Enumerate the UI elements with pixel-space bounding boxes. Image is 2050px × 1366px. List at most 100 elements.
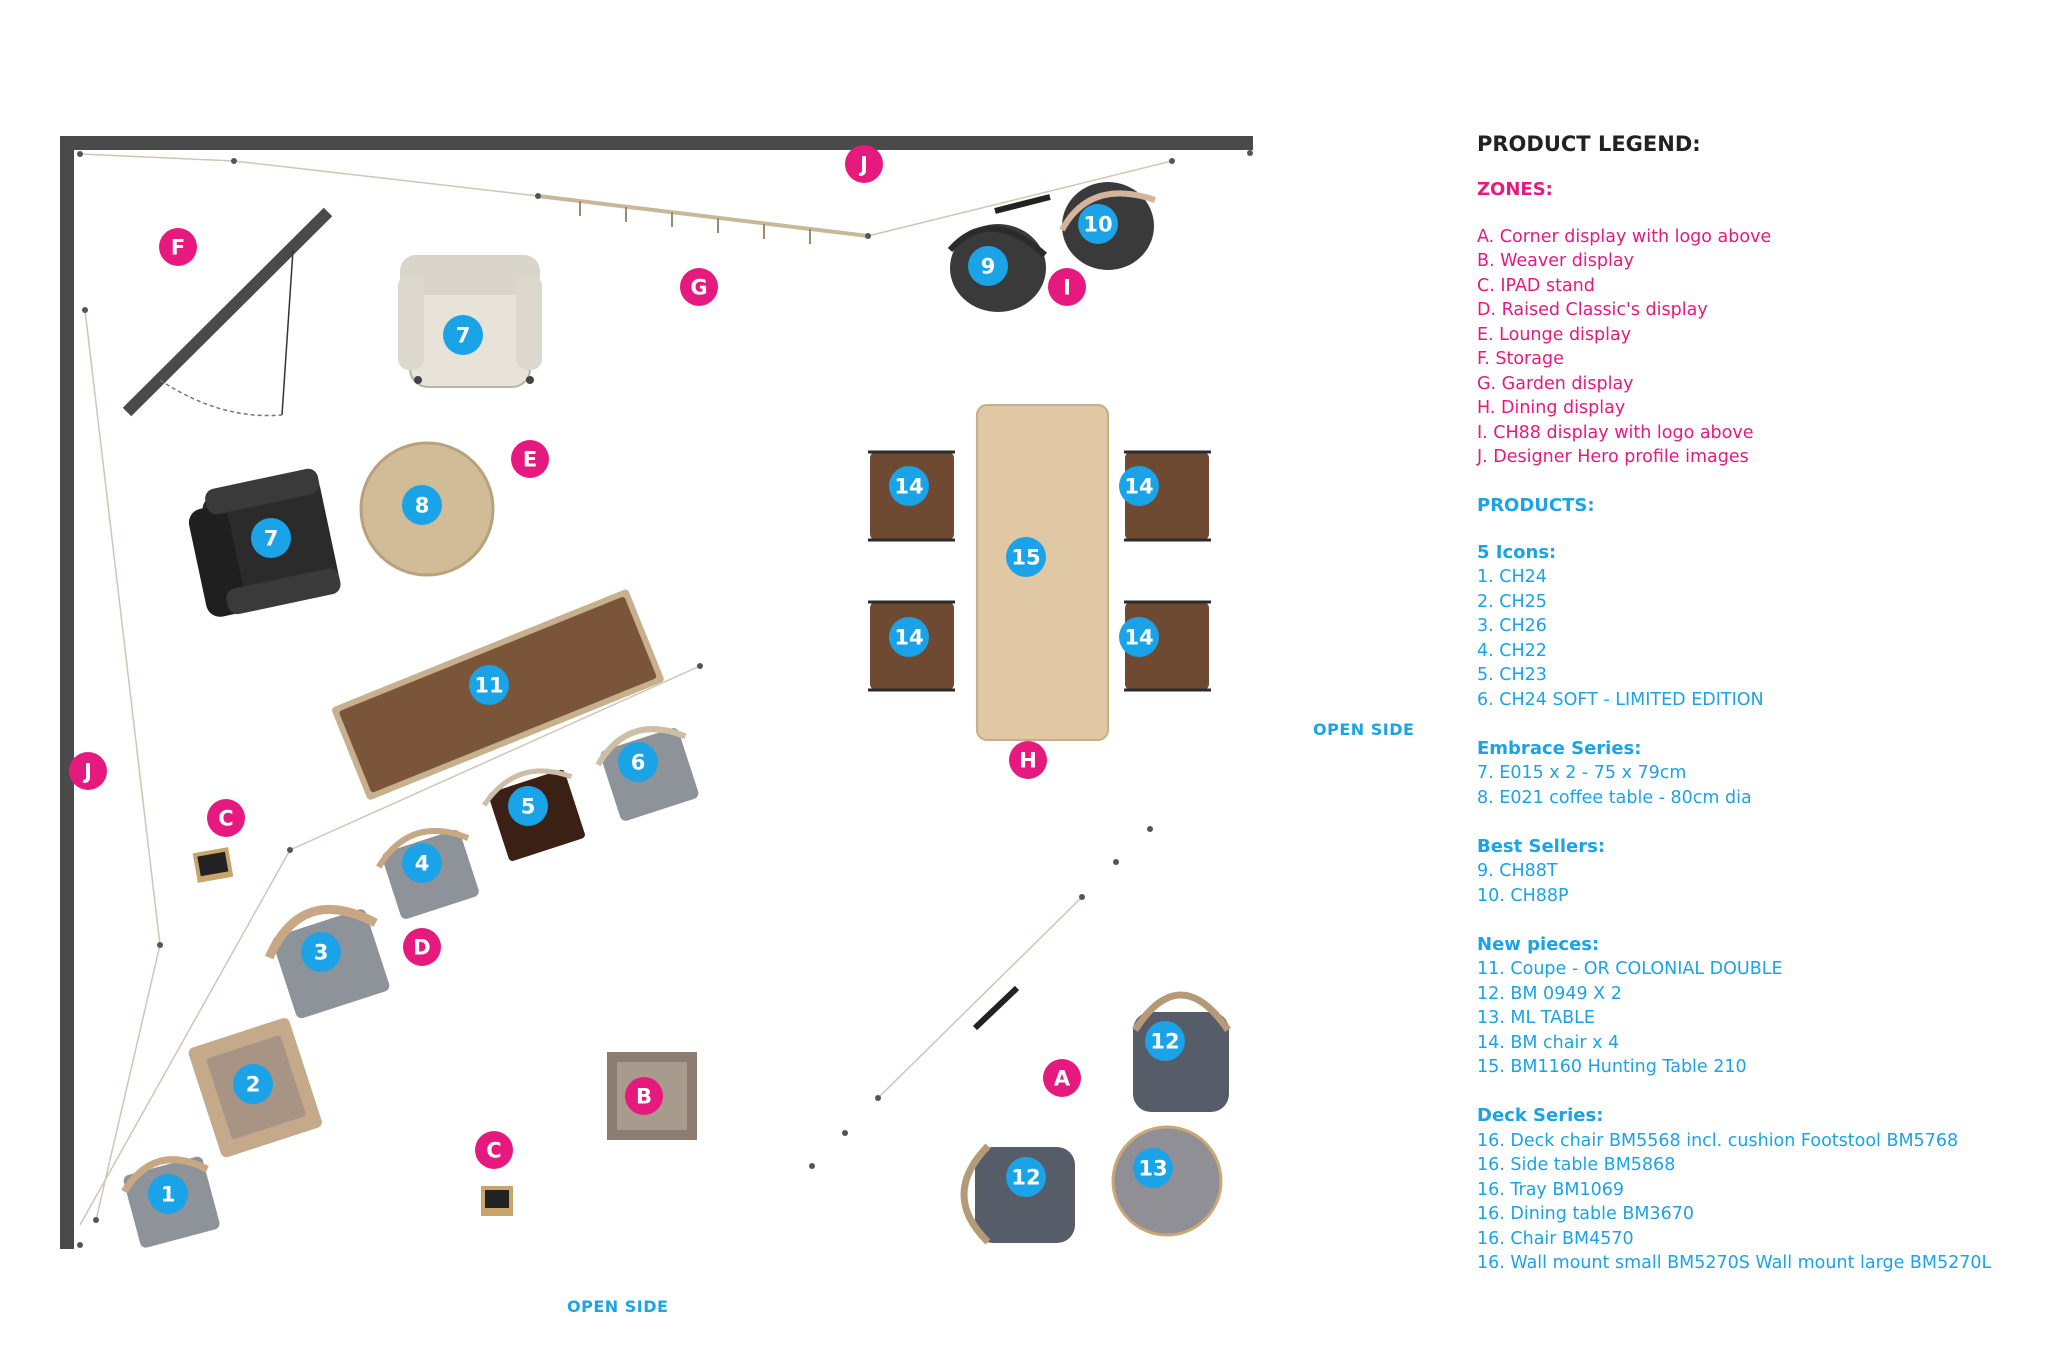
zone-marker <box>475 1131 513 1169</box>
product-item: 9. CH88T <box>1477 861 1558 881</box>
zone-marker-label: F <box>171 236 185 260</box>
product-marker <box>1119 617 1159 657</box>
product-marker <box>402 843 442 883</box>
zone-marker <box>1043 1059 1081 1097</box>
zone-marker <box>159 228 197 266</box>
product-item: 2. CH25 <box>1477 591 1547 612</box>
zone-marker <box>403 928 441 966</box>
product-marker <box>251 518 291 558</box>
back-wall <box>60 136 1253 150</box>
product-marker-label: 6 <box>631 751 646 775</box>
zones-heading: ZONES: <box>1477 179 1553 200</box>
zone-item: A. Corner display with logo above <box>1477 226 1772 247</box>
dining-set <box>868 404 1211 741</box>
walls <box>60 136 1253 1249</box>
product-item: 16. Side table BM5868 <box>1477 1155 1676 1175</box>
product-marker <box>1006 1157 1046 1197</box>
product-marker-label: 7 <box>264 527 279 551</box>
product-group-best-sellers: Best Sellers: 9. CH88T 10. CH88P <box>1477 835 2037 909</box>
product-marker-label: 3 <box>314 941 329 965</box>
zone-item: C. IPAD stand <box>1477 275 1595 296</box>
zone-marker-label: A <box>1054 1067 1071 1091</box>
zone-marker-label: G <box>690 276 707 300</box>
product-item: 12. BM 0949 X 2 <box>1477 983 1622 1004</box>
product-marker <box>1006 537 1046 577</box>
product-item: 16. Wall mount small BM5270S Wall mount … <box>1477 1253 1992 1273</box>
zone-marker <box>1048 268 1086 306</box>
product-marker-label: 4 <box>415 852 430 876</box>
product-marker-label: 14 <box>1124 626 1153 650</box>
zone-item: F. Storage <box>1477 349 1564 369</box>
product-item: 3. CH26 <box>1477 616 1547 636</box>
product-marker <box>443 315 483 355</box>
zone-marker <box>69 752 107 790</box>
zone-item: I. CH88 display with logo above <box>1477 422 1754 443</box>
zone-marker-label: H <box>1019 749 1037 773</box>
guide-lines <box>79 153 1173 1226</box>
product-marker-label: 14 <box>1124 475 1153 499</box>
product-marker <box>889 617 929 657</box>
zone-marker-label: E <box>523 448 537 472</box>
zone-item: D. Raised Classic's display <box>1477 300 1708 320</box>
product-item: 16. Deck chair BM5568 incl. cushion Foot… <box>1477 1130 1959 1151</box>
product-marker <box>508 786 548 826</box>
zone-marker-label: C <box>218 807 233 831</box>
zone-item: J. Designer Hero profile images <box>1477 447 1749 467</box>
product-marker-label: 12 <box>1011 1166 1040 1190</box>
group-heading: Best Sellers: <box>1477 835 1606 857</box>
product-item: 16. Dining table BM3670 <box>1477 1204 1694 1224</box>
product-marker-label: 7 <box>456 324 471 348</box>
product-marker-label: 8 <box>415 494 430 518</box>
product-item: 5. CH23 <box>1477 665 1547 685</box>
product-item: 15. BM1160 Hunting Table 210 <box>1477 1057 1747 1077</box>
product-marker-label: 15 <box>1011 546 1040 570</box>
zone-marker <box>207 799 245 837</box>
group-heading: New pieces: <box>1477 933 1600 955</box>
legend-title: PRODUCT LEGEND: <box>1477 132 1701 156</box>
product-marker <box>233 1064 273 1104</box>
zone-item: H. Dining display <box>1477 398 1626 418</box>
product-marker <box>618 742 658 782</box>
product-marker-label: 14 <box>894 475 923 499</box>
product-marker <box>402 485 442 525</box>
left-wall <box>60 136 74 1249</box>
product-group-new-pieces: New pieces: 11. Coupe - OR COLONIAL DOUB… <box>1477 933 2037 1080</box>
ipad-stand <box>481 1186 513 1216</box>
zone-marker <box>625 1077 663 1115</box>
zones-list: A. Corner display with logo above B. Wea… <box>1477 225 2037 470</box>
zone-marker-label: D <box>413 936 430 960</box>
lounge-chair-dark <box>188 468 341 617</box>
zone-marker-label: C <box>486 1139 501 1163</box>
products-heading: PRODUCTS: <box>1477 495 1595 516</box>
product-item: 16. Tray BM1069 <box>1477 1179 1624 1200</box>
weaver-display <box>607 1052 697 1140</box>
group-heading: Embrace Series: <box>1477 737 1642 759</box>
product-marker-label: 11 <box>474 674 503 698</box>
zone-marker <box>845 145 883 183</box>
product-marker <box>1145 1021 1185 1061</box>
zone-item: E. Lounge display <box>1477 324 1632 345</box>
garden-display-rail <box>535 193 871 244</box>
product-marker-label: 9 <box>981 255 996 279</box>
product-item: 10. CH88P <box>1477 885 1569 906</box>
product-item: 14. BM chair x 4 <box>1477 1032 1620 1053</box>
product-item: 7. E015 x 2 - 75 x 79cm <box>1477 763 1687 783</box>
zone-item: B. Weaver display <box>1477 251 1634 271</box>
ipad-stand <box>192 847 234 883</box>
product-marker-label: 2 <box>246 1073 261 1097</box>
product-item: 8. E021 coffee table - 80cm dia <box>1477 787 1752 808</box>
product-marker <box>301 932 341 972</box>
zone-marker-label: J <box>82 760 92 784</box>
zone-marker-label: B <box>636 1085 652 1109</box>
product-marker-label: 14 <box>894 626 923 650</box>
guide-dots <box>77 150 1253 1248</box>
zone-item: G. Garden display <box>1477 373 1634 394</box>
product-group-deck-series: Deck Series: 16. Deck chair BM5568 incl.… <box>1477 1104 2037 1276</box>
product-group-embrace: Embrace Series: 7. E015 x 2 - 75 x 79cm … <box>1477 737 2037 811</box>
product-marker <box>889 466 929 506</box>
product-marker <box>469 665 509 705</box>
product-item: 6. CH24 SOFT - LIMITED EDITION <box>1477 689 1764 710</box>
